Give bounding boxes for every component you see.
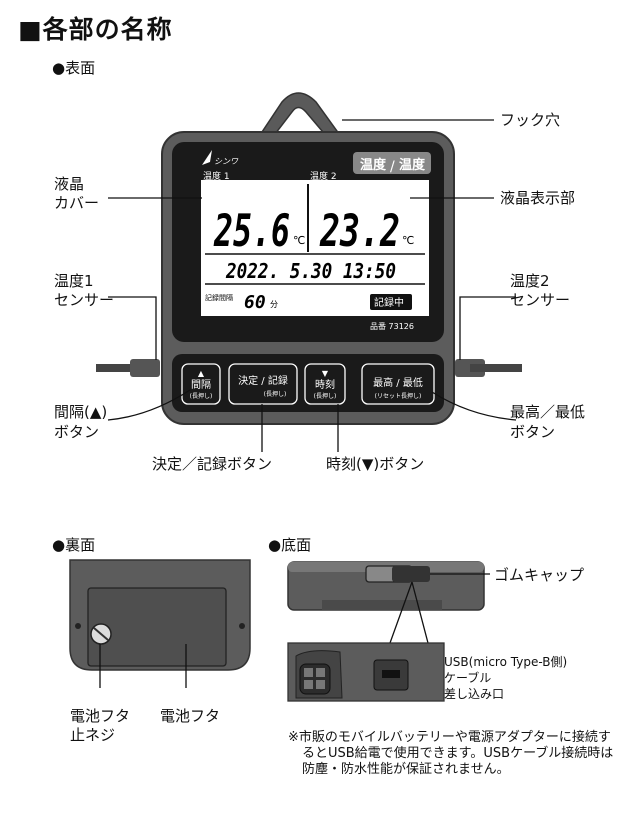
section-front-label: ●表面 (52, 59, 96, 77)
svg-text:最高 / 最低: 最高 / 最低 (373, 376, 423, 389)
callout-sensor1-2: センサー (54, 291, 115, 309)
callout-lcd-cover-2: カバー (54, 194, 100, 212)
datetime: 2022. 5.30 13:50 (225, 259, 396, 283)
callout-interval-2: ボタン (54, 423, 100, 441)
temp1-label: 温度 1 (203, 170, 230, 182)
interval-value: 60 (244, 292, 266, 313)
decide-record-button[interactable]: 決定 / 記録 (長押し) (228, 363, 298, 405)
callout-rubber-cap: ゴムキャップ (494, 566, 585, 584)
section-back-label: ●裏面 (52, 536, 96, 554)
callout-interval-1: 間隔(▲) (54, 403, 108, 421)
temp2-value: 23.2 (319, 206, 400, 257)
usb-note: ※市販のモバイルバッテリーや電源アダプターに接続するとUSB給電で使用できます。… (288, 730, 618, 778)
interval-arrow-icon: ▲ (198, 369, 205, 378)
temp1-value: 25.6 (213, 206, 290, 257)
back-diagram (69, 559, 251, 688)
front-diagram: シンワ 温度 / 温度 温度 1 温度 2 25.6 ℃ 23.2 ℃ 2022… (96, 92, 522, 452)
usb-note-text: ※市販のモバイルバッテリーや電源アダプターに接続するとUSB給電で使用できます。… (288, 730, 614, 777)
usb-port (382, 670, 400, 678)
bottom-diagram (287, 561, 490, 702)
temp-badge (353, 152, 431, 174)
lcd-display (201, 180, 429, 316)
rubber-cap (392, 566, 430, 582)
interval-button[interactable]: ▲ 間隔 (長押し) (181, 363, 221, 405)
time-arrow-icon: ▼ (322, 369, 329, 378)
svg-text:(長押し): (長押し) (314, 392, 337, 400)
sensor1-plug (130, 359, 160, 377)
sensor1-cable (96, 364, 156, 372)
callout-lcd-cover-1: 液晶 (54, 175, 85, 193)
callout-battery-screw-2: 止ネジ (70, 726, 116, 744)
model-number: 品番 73126 (370, 321, 414, 331)
callout-lcd-display: 液晶表示部 (500, 189, 576, 207)
callout-decide-record: 決定／記録ボタン (152, 455, 273, 473)
svg-text:決定 / 記録: 決定 / 記録 (238, 374, 288, 387)
callout-usb-2: ケーブル (444, 671, 492, 685)
temp1-unit: ℃ (293, 234, 305, 247)
svg-text:時刻: 時刻 (315, 378, 335, 391)
callout-maxmin-1: 最高／最低 (510, 403, 586, 421)
callout-sensor2-2: センサー (510, 291, 571, 309)
callout-battery-cover: 電池フタ (160, 707, 221, 725)
callout-hook-hole: フック穴 (500, 111, 561, 129)
maxmin-button[interactable]: 最高 / 最低 (リセット長押し) (361, 363, 435, 405)
interval-unit: 分 (270, 300, 278, 309)
svg-text:(長押し): (長押し) (190, 392, 213, 400)
interval-label: 記録間隔 (205, 293, 233, 302)
section-bottom-label: ●底面 (268, 536, 312, 554)
back-leader-lines (99, 644, 187, 688)
brand-logo: シンワ (214, 157, 239, 166)
sensor2-cable (470, 364, 522, 372)
badge-temp1: 温度 (360, 157, 387, 173)
callout-time: 時刻(▼)ボタン (326, 455, 425, 473)
page-title: ■各部の名称 (18, 15, 173, 44)
callout-sensor2-1: 温度2 (510, 272, 550, 290)
battery-cover (87, 587, 227, 667)
recording-badge: 記録中 (374, 296, 404, 309)
callout-maxmin-2: ボタン (510, 423, 556, 441)
time-button[interactable]: ▼ 時刻 (長押し) (304, 363, 346, 405)
svg-text:(リセット長押し): (リセット長押し) (375, 392, 422, 400)
callout-usb-3: 差し込み口 (444, 687, 505, 701)
callout-sensor1-1: 温度1 (54, 272, 94, 290)
badge-temp2: 温度 (399, 157, 426, 173)
svg-text:間隔: 間隔 (191, 379, 211, 391)
svg-text:/: / (390, 159, 395, 175)
callout-usb-1: USB(micro Type-B側) (444, 655, 568, 669)
leader-lines (107, 119, 517, 452)
temp2-unit: ℃ (402, 234, 414, 247)
svg-text:(長押し): (長押し) (264, 390, 287, 398)
callout-battery-screw-1: 電池フタ (70, 707, 131, 725)
temp2-label: 温度 2 (310, 170, 337, 182)
